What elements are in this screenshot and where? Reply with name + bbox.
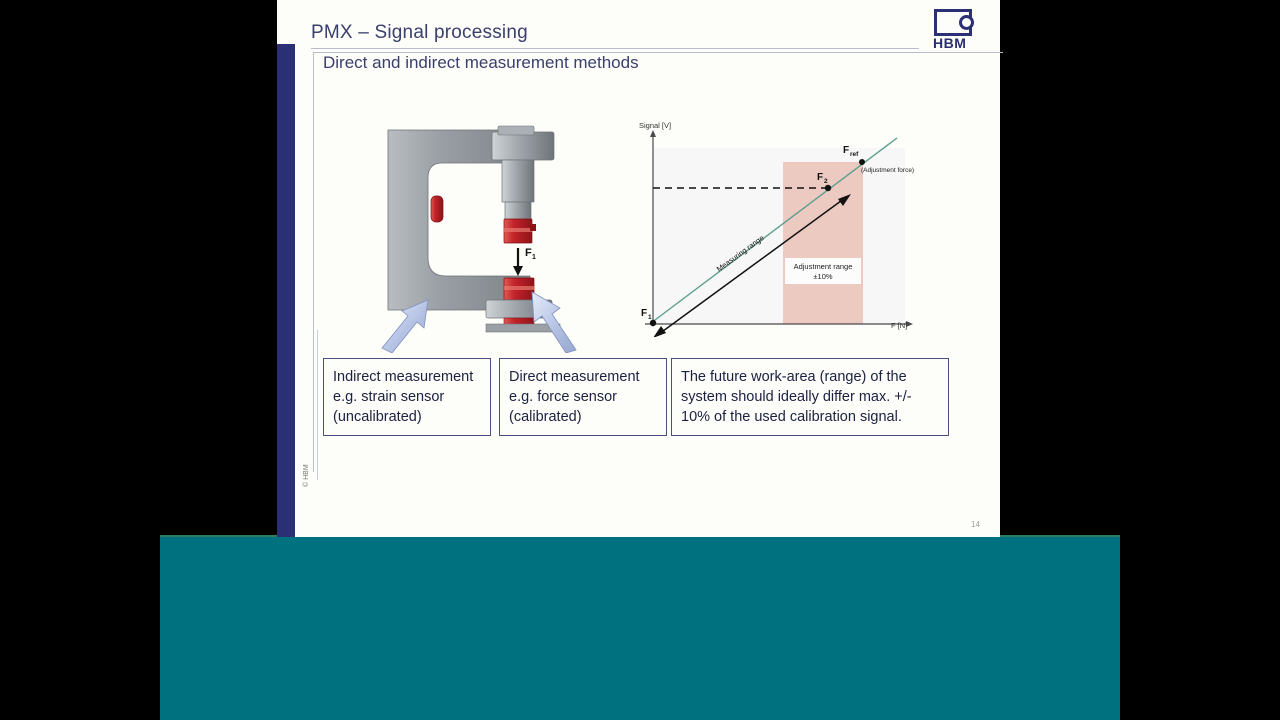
svg-text:1: 1	[648, 314, 652, 321]
slide-navy-accent-bar	[277, 44, 295, 537]
box2-line1: Direct measurement	[509, 369, 640, 385]
hbm-logo-circle-icon	[959, 15, 974, 30]
press-crosshead	[491, 125, 555, 161]
box2-line2: e.g. force sensor	[509, 389, 617, 405]
hbm-logo: HBM	[930, 9, 978, 54]
page-title: PMX – Signal processing	[311, 22, 528, 43]
work-area-note-box: The future work-area (range) of the syst…	[671, 358, 949, 436]
upper-force-sensor	[503, 218, 536, 244]
slide-subtitle: Direct and indirect measurement methods	[323, 53, 639, 72]
copyright-text: © HBM	[303, 464, 310, 487]
svg-text:2: 2	[824, 178, 828, 185]
point-fref	[859, 159, 865, 165]
summary-box-row: Indirect measurement e.g. strain sensor …	[323, 358, 983, 436]
svg-text:F: F	[843, 145, 849, 156]
page-number: 14	[971, 520, 980, 529]
box1-line1: Indirect measurement	[333, 369, 474, 385]
slide-content: PMX – Signal processing HBM Direct and i…	[295, 0, 1003, 537]
force-arrow-f1: F 1	[513, 247, 536, 276]
c-frame-press-diagram: F 1	[380, 118, 585, 354]
label-fref: F ref	[843, 145, 859, 158]
svg-text:ref: ref	[850, 151, 859, 158]
svg-text:F: F	[817, 172, 823, 183]
adjustment-range-band	[783, 162, 863, 324]
load-arrow-right	[531, 291, 577, 354]
box3-text: The future work-area (range) of the syst…	[681, 369, 912, 425]
press-frame-body	[387, 129, 531, 311]
point-f1	[649, 319, 657, 327]
svg-text:1: 1	[532, 254, 536, 261]
box1-line2: e.g. strain sensor	[333, 389, 445, 405]
adjustment-range-value: ±10%	[813, 272, 832, 281]
title-divider	[311, 48, 919, 49]
chart-axes	[645, 130, 913, 327]
hbm-logo-text: HBM	[933, 35, 967, 51]
box1-line3: (uncalibrated)	[333, 409, 422, 425]
measuring-range-arrow	[653, 194, 851, 338]
box2-line3: (calibrated)	[509, 409, 582, 425]
signal-vs-force-chart: Signal [V] F [N] F 1 F 2 F ref (Adjustme…	[635, 121, 925, 338]
svg-text:F: F	[641, 308, 647, 319]
strain-sensor	[430, 195, 444, 223]
player-teal-band	[160, 537, 1120, 720]
svg-text:F: F	[525, 247, 532, 259]
signal-line	[650, 137, 898, 324]
press-ram	[501, 159, 535, 221]
indirect-measurement-box: Indirect measurement e.g. strain sensor …	[323, 358, 491, 436]
label-f2: F 2	[817, 172, 828, 185]
point-f2	[824, 184, 832, 192]
y-axis-label: Signal [V]	[639, 122, 671, 130]
adjustment-range-label: Adjustment range	[794, 262, 853, 271]
x-axis-label: F [N]	[891, 321, 907, 330]
copyright-rule	[317, 330, 318, 480]
load-arrow-left	[381, 299, 429, 354]
label-f1: F 1	[641, 308, 652, 321]
content-frame	[313, 52, 1003, 472]
lower-force-sensor	[503, 277, 535, 301]
adjustment-force-note: (Adjustment force)	[861, 167, 914, 174]
direct-measurement-box: Direct measurement e.g. force sensor (ca…	[499, 358, 667, 436]
